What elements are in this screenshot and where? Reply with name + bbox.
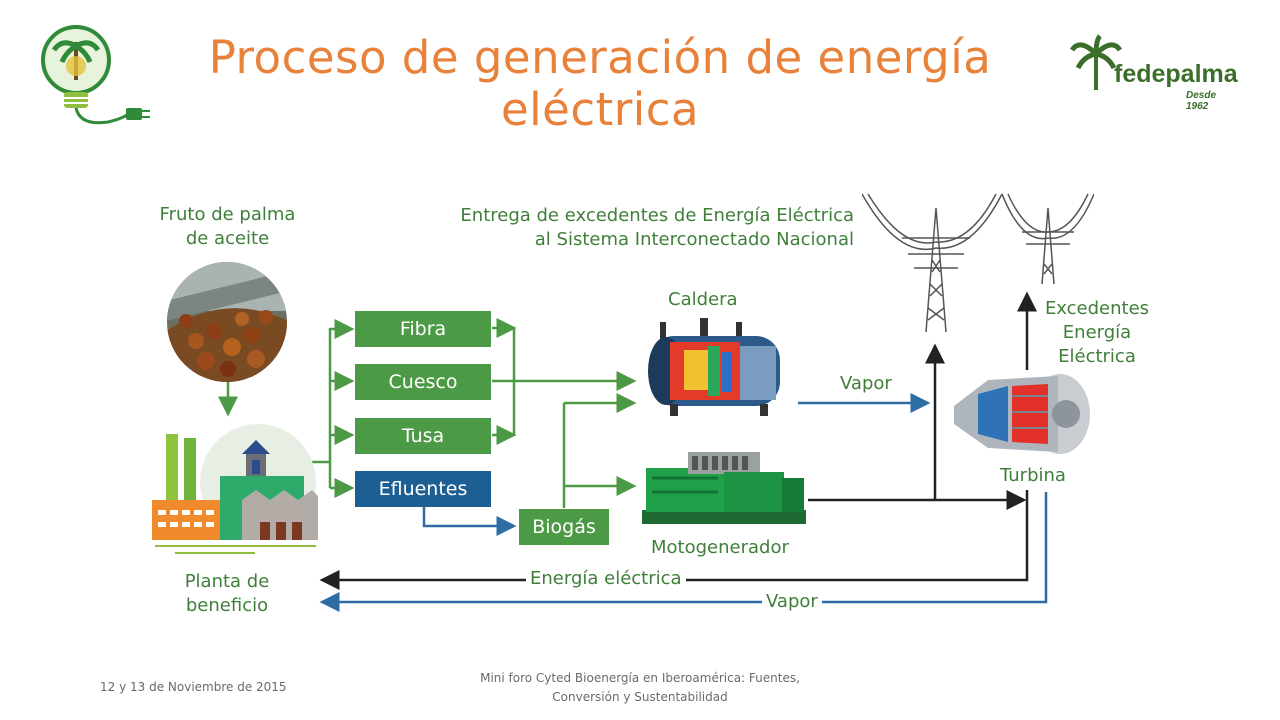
tusa-box: Tusa: [355, 418, 491, 454]
motogenerador-label: Motogenerador: [651, 537, 789, 558]
motor-generator-illustration: [642, 452, 806, 524]
plant-label-line1: Planta de: [184, 571, 270, 592]
cuesco-box: Cuesco: [355, 364, 491, 400]
vapor-bottom-label: Vapor: [762, 590, 822, 614]
plant-label-line2: beneficio: [185, 595, 269, 616]
turbina-label: Turbina: [1000, 465, 1066, 486]
page-title: Proceso de generación de energía eléctri…: [208, 31, 992, 136]
bulb-plug-logo: [41, 25, 150, 125]
footer-event-line2: Conversión y Sustentabilidad: [552, 690, 728, 704]
excedentes-line1: Excedentes: [1044, 298, 1150, 319]
logo-text: fedepalma: [1114, 60, 1238, 88]
boiler-illustration: [648, 318, 780, 416]
turbine-illustration: [954, 374, 1090, 454]
energia-electrica-label: Energía eléctrica: [526, 567, 686, 591]
caldera-label: Caldera: [668, 289, 738, 310]
transmission-towers-illustration: [862, 193, 1094, 333]
fedepalma-logo: fedepalma Desde 1962: [1070, 34, 1240, 112]
biogas-box: Biogás: [519, 509, 609, 545]
fruit-label-line1: Fruto de palma: [159, 204, 296, 225]
palm-tree-icon: [1070, 34, 1122, 90]
entrega-line1: Entrega de excedentes de Energía Eléctri…: [460, 205, 854, 226]
vapor-top-label: Vapor: [840, 373, 892, 394]
fibra-box: Fibra: [355, 311, 491, 347]
footer-date: 12 y 13 de Noviembre de 2015: [100, 680, 287, 694]
fruit-label-line2: de aceite: [185, 228, 270, 249]
efluentes-box: Efluentes: [355, 471, 491, 507]
entrega-line2: al Sistema Interconectado Nacional: [534, 229, 854, 250]
excedentes-line2: Energía: [1062, 322, 1132, 343]
footer-event-line1: Mini foro Cyted Bioenergía en Iberoaméri…: [480, 671, 800, 685]
palm-fruit-image: [167, 262, 287, 382]
logo-subtext: Desde 1962: [1186, 90, 1217, 112]
excedentes-line3: Eléctrica: [1058, 346, 1136, 367]
processing-plant-illustration: [152, 424, 318, 540]
